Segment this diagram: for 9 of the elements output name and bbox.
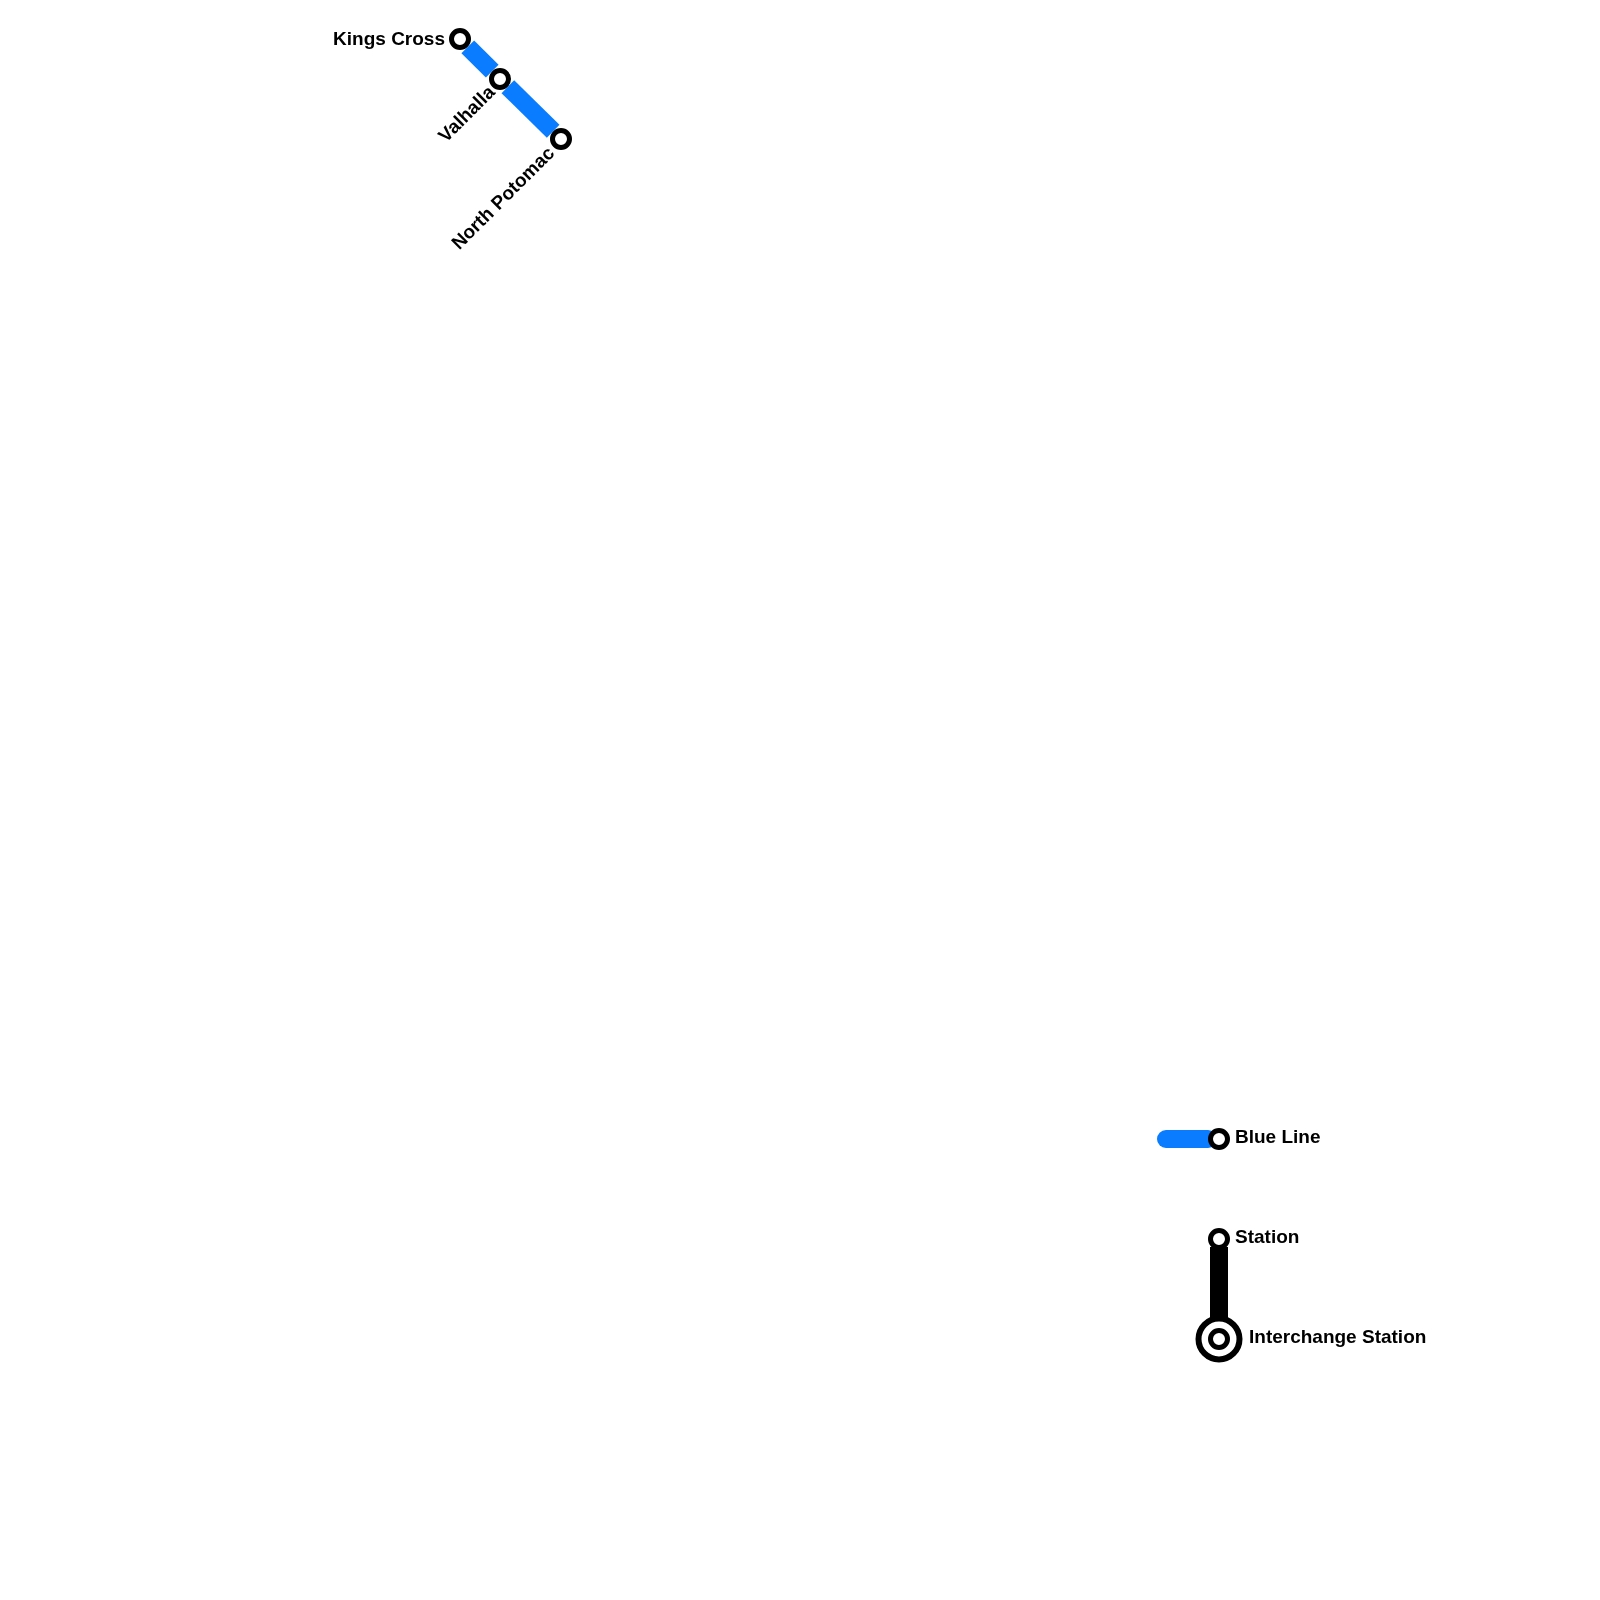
metro-line xyxy=(501,80,560,138)
metro-line xyxy=(461,40,499,78)
legend-label: Blue Line xyxy=(1235,1126,1321,1148)
station-marker xyxy=(489,68,511,90)
legend-label: Station xyxy=(1235,1226,1300,1248)
station-marker xyxy=(449,28,471,50)
station-label: Kings Cross xyxy=(333,28,445,50)
legend-label: Interchange Station xyxy=(1249,1326,1427,1348)
station-marker xyxy=(550,128,572,150)
